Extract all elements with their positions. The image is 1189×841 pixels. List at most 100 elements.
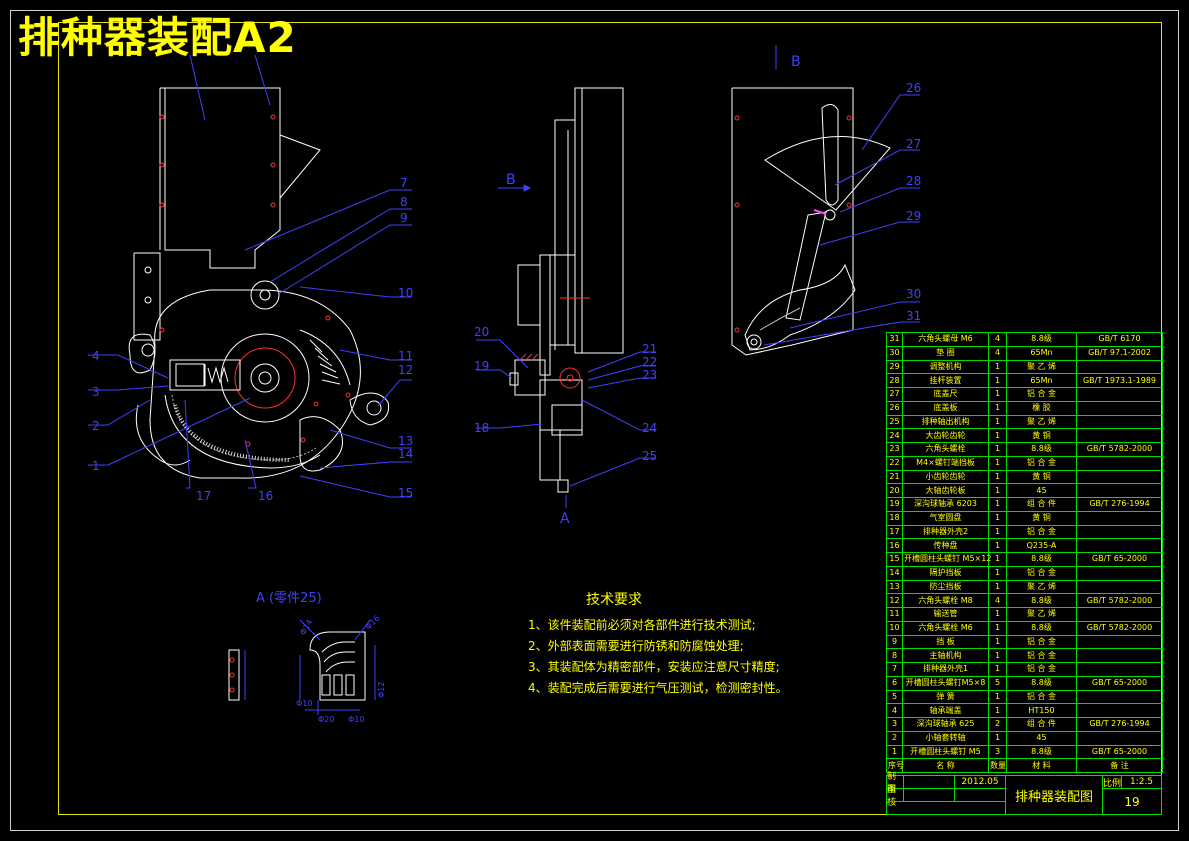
bom-cell xyxy=(1076,524,1163,540)
bom-cell: 底盖尺 xyxy=(902,387,989,402)
dimension-label: Φ12 xyxy=(377,682,386,698)
callout-label: 17 xyxy=(196,489,211,503)
bom-cell: 传种盘 xyxy=(902,538,989,553)
bom-cell: 1 xyxy=(988,634,1007,650)
blank-cell xyxy=(954,788,1006,802)
callout-label: 22 xyxy=(642,355,657,369)
bom-cell: 小轴套转轴 xyxy=(902,730,989,746)
bom-cell: 数量 xyxy=(988,758,1007,773)
bom-cell: 13 xyxy=(886,579,903,595)
date-cell: 2012.05 xyxy=(954,775,1006,789)
bom-cell: 铝 合 金 xyxy=(1006,648,1077,663)
bom-cell: 组 合 件 xyxy=(1006,497,1077,512)
bom-cell: 22 xyxy=(886,455,903,471)
bom-cell: 8.8级 xyxy=(1006,332,1077,347)
callout-label: 4 xyxy=(92,349,100,363)
bom-cell: 31 xyxy=(886,332,903,347)
bom-cell xyxy=(1076,455,1163,471)
bom-cell: 8.8级 xyxy=(1006,442,1077,457)
bom-cell xyxy=(1076,428,1163,443)
bom-cell: 开槽圆柱头螺钉 M5×12 xyxy=(902,552,991,567)
view-b xyxy=(731,87,891,356)
bom-cell: 聚 乙 烯 xyxy=(1006,607,1077,622)
callout-label: 26 xyxy=(906,81,921,95)
bom-cell: 聚 乙 烯 xyxy=(1006,579,1077,595)
dimension-label: Φ16 xyxy=(364,614,382,632)
tech-line: 2、外部表面需要进行防锈和防腐蚀处理; xyxy=(528,639,744,653)
bom-cell: 铝 合 金 xyxy=(1006,689,1077,705)
callout-label: 8 xyxy=(400,195,408,209)
bom-cell: 垫 圈 xyxy=(902,345,989,361)
bom-cell: 铝 合 金 xyxy=(1006,662,1077,677)
tech-line: 1、该件装配前必须对各部件进行技术测试; xyxy=(528,618,756,632)
bom-cell xyxy=(1076,579,1163,595)
designer-name-cell xyxy=(903,775,955,789)
bom-cell xyxy=(1076,565,1163,581)
bom-cell xyxy=(1076,662,1163,677)
bom-cell: 轴承端盖 xyxy=(902,703,989,718)
bom-cell: 45 xyxy=(1006,483,1077,498)
bom-cell: 1 xyxy=(988,538,1007,553)
bom-cell: 1 xyxy=(886,744,903,760)
bom-cell: 橡 胶 xyxy=(1006,400,1077,416)
bom-cell: GB/T 276-1994 xyxy=(1076,717,1163,732)
bom-cell: GB/T 1973.1-1989 xyxy=(1076,373,1163,388)
view-label-b-top: B xyxy=(791,54,801,70)
side-leader-lines xyxy=(476,184,656,508)
bom-cell: 聚 乙 烯 xyxy=(1006,414,1077,430)
bom-cell: 六角头螺栓 xyxy=(902,442,989,457)
left-leader-lines xyxy=(88,54,412,498)
bom-cell: GB/T 5782-2000 xyxy=(1076,442,1163,457)
bom-cell: 黄 铜 xyxy=(1006,510,1077,526)
bom-cell: 1 xyxy=(988,524,1007,540)
bom-cell: 17 xyxy=(886,524,903,540)
bom-cell: 1 xyxy=(988,497,1007,512)
bom-cell: 8.8级 xyxy=(1006,675,1077,691)
bom-cell: 8.8级 xyxy=(1006,744,1077,760)
bom-cell: 8.8级 xyxy=(1006,552,1077,567)
bom-cell: 1 xyxy=(988,552,1007,567)
callout-label: 12 xyxy=(398,363,413,377)
callout-label: 7 xyxy=(400,176,408,190)
bom-cell: 25 xyxy=(886,414,903,430)
bom-cell: 1 xyxy=(988,607,1007,622)
bom-cell: 1 xyxy=(988,359,1007,375)
drawing-title: 排种器装配A2 xyxy=(18,13,297,62)
bom-cell: 1 xyxy=(988,373,1007,388)
blank-cell xyxy=(886,801,1006,815)
bom-cell: 19 xyxy=(886,497,903,512)
bom-cell: 1 xyxy=(988,400,1007,416)
bom-cell: 铝 合 金 xyxy=(1006,455,1077,471)
callout-label: 10 xyxy=(398,286,413,300)
bom-cell: 6 xyxy=(886,675,903,691)
bom-cell: 1 xyxy=(988,469,1007,485)
bom-cell xyxy=(1076,510,1163,526)
bom-cell: 8.8级 xyxy=(1006,620,1077,636)
callout-label: 31 xyxy=(906,309,921,323)
bom-cell: 开槽圆柱头螺钉M5×8 xyxy=(902,675,989,691)
bom-cell: 1 xyxy=(988,703,1007,718)
bom-cell: GB/T 6170 xyxy=(1076,332,1163,347)
callout-label: 16 xyxy=(258,489,273,503)
tech-line: 3、其装配体为精密部件，安装应注意尺寸精度; xyxy=(528,660,780,674)
bom-cell: 10 xyxy=(886,620,903,636)
bom-cell: 8.8级 xyxy=(1006,593,1077,608)
bom-cell: 铝 合 金 xyxy=(1006,634,1077,650)
bom-cell: GB/T 65-2000 xyxy=(1076,552,1163,567)
bom-cell: 30 xyxy=(886,345,903,361)
bom-cell: 排种轴出机构 xyxy=(902,414,989,430)
detail-a-labels: A (零件25) Φ10 Φ10 Φ14 Φ16 Φ12 Φ20 xyxy=(256,591,386,724)
